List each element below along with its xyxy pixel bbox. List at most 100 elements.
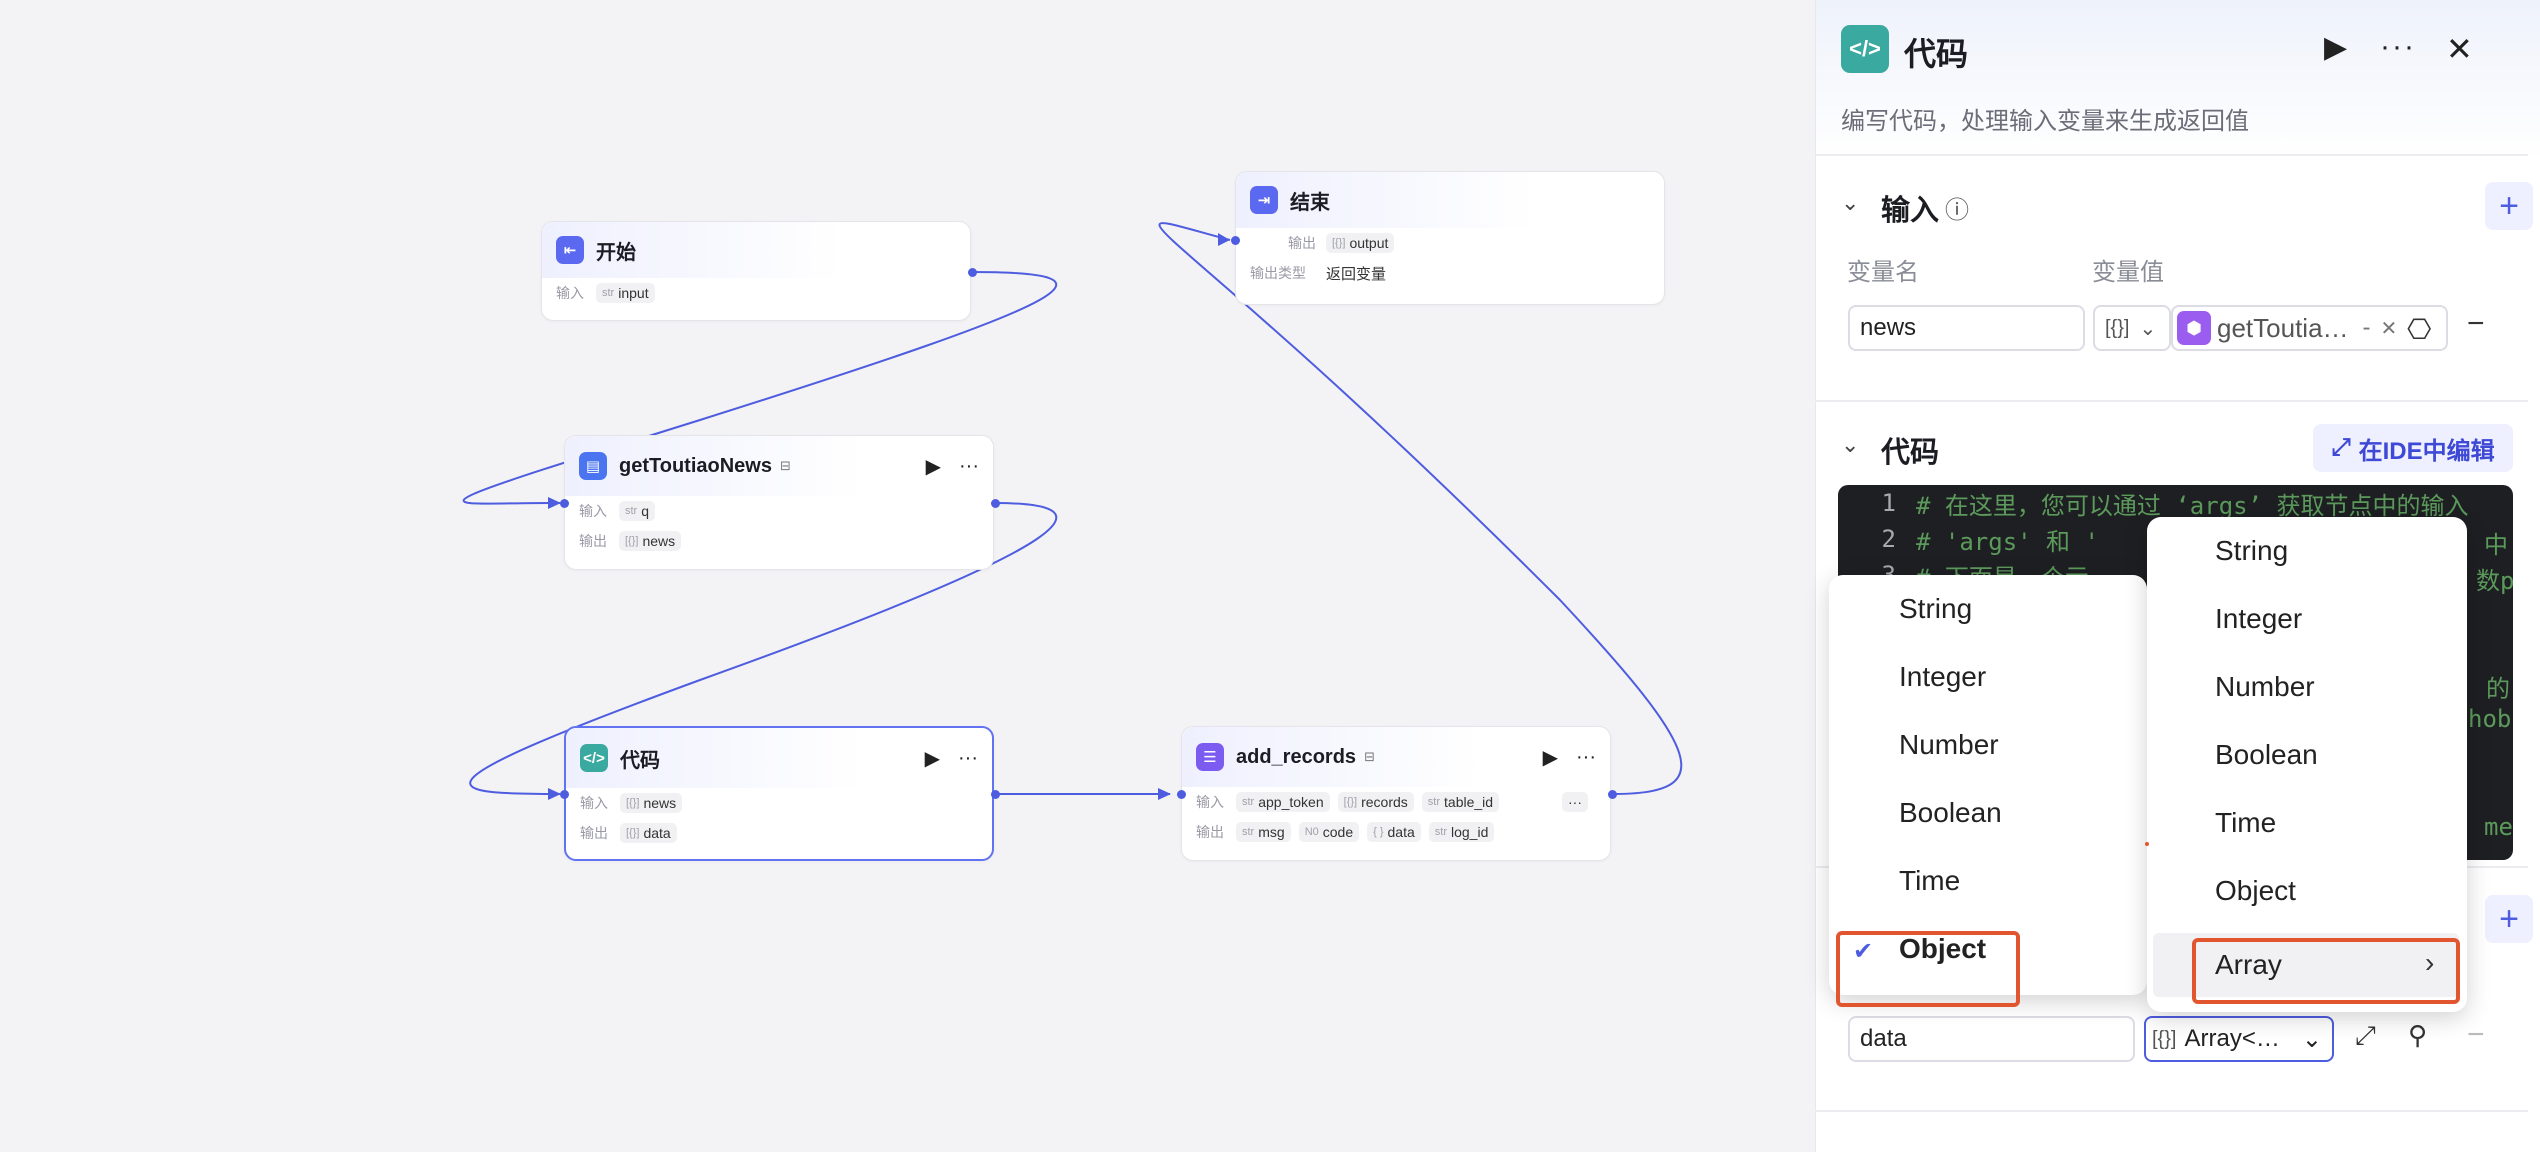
menu-item-number[interactable]: Number [1899,729,1999,760]
var-pill: [{}]output [1326,233,1395,253]
node-code[interactable]: </> 代码 ▶··· 输入 [{}]news 输出 [{}]data [564,726,994,861]
add-input-button[interactable]: + [2485,182,2533,230]
code-icon: </> [580,744,608,772]
var-pill: [{}]data [620,823,677,843]
chevron-down-icon: ⌄ [2301,1025,2322,1053]
port-code-out[interactable] [991,790,1000,799]
hover-bg [2153,933,2459,997]
output-type-select[interactable]: [{}] Array<… ⌄ [2144,1016,2334,1062]
value-type-select[interactable]: [{}]⌄ [2093,305,2171,351]
plugin-badge-icon: ⊟ [1364,749,1375,764]
node-end[interactable]: ⇥ 结束 输出 [{}]output 输出类型 返回变量 [1235,171,1665,305]
remove-output-icon[interactable]: − [2467,1018,2485,1051]
run-icon[interactable]: ▶ [1542,746,1559,769]
node-title: add_records [1236,745,1357,768]
menu-item-string[interactable]: String [2215,535,2289,566]
menu-item-time[interactable]: Time [1899,865,1961,896]
info-icon[interactable]: ⓘ [1945,197,1969,224]
code-fragment: 数p [2476,567,2513,595]
port-end-in[interactable] [1231,236,1240,245]
chevron-right-icon: › [2425,947,2435,978]
more-icon[interactable]: ··· [959,454,979,477]
chevron-down-icon[interactable]: ⌄ [1841,190,1860,215]
code-icon: </> [1841,25,1889,73]
port-start-out[interactable] [968,268,977,277]
input-section: ⌄ 输入 ⓘ + 变量名 变量值 [1815,154,2533,400]
menu-item-boolean[interactable]: Boolean [1899,797,2002,828]
plugin-badge-icon: ⊟ [779,458,791,473]
section-title: 代码 [1881,437,1940,469]
var-pill: [{}]news [619,531,682,551]
type-menu-left: String Integer Number Boolean Time ✔ Obj… [1829,575,2147,995]
expand-icon[interactable]: ⤢ [2355,1020,2376,1050]
add-output-button[interactable]: + [2485,895,2533,943]
more-icon[interactable]: ··· [958,746,978,769]
row-label: 输入 [1196,794,1224,810]
menu-item-time[interactable]: Time [2215,807,2277,838]
chevron-down-icon[interactable]: ⌄ [1841,432,1860,457]
highlight-array [2192,938,2460,1004]
menu-item-integer[interactable]: Integer [2215,603,2303,634]
port-news-in[interactable] [560,499,569,508]
add-child-icon[interactable]: ⚲ [2408,1020,2428,1050]
code-line: # 在这里，您可以通过 ‘args’ 获取节点中的输入 [1916,491,2469,520]
next-section [1815,1110,2528,1152]
port-news-out[interactable] [991,499,1000,508]
node-title: 开始 [596,241,636,264]
menu-item-integer[interactable]: Integer [1899,661,1987,692]
code-section: ⌄ 代码 [1815,400,2528,866]
more-icon[interactable]: ··· [2380,30,2416,63]
run-icon[interactable]: ▶ [925,455,942,478]
arrow-news [548,497,561,509]
menu-item-string[interactable]: String [1899,593,1973,624]
menu-item-object[interactable]: Object [1899,933,1987,964]
row-label: 输入 [579,503,607,519]
var-pill: { }data [1367,822,1421,842]
line-number: 1 [1881,489,1896,517]
close-icon[interactable]: ✕ [2446,31,2473,67]
edge-start-news [462,271,1058,505]
clear-icon[interactable]: ✕ [2380,317,2398,340]
row-label: 输入 [580,795,608,811]
run-icon[interactable]: ▶ [924,747,941,770]
row-label: 输出类型 [1250,265,1306,281]
code-line: # 'args' 和 ' [1916,527,2099,556]
port-code-in[interactable] [560,790,569,799]
row-label: 输入 [556,285,584,301]
check-icon: ✔ [1853,938,1874,965]
output-type-value: 返回变量 [1326,265,1387,283]
menu-item-array[interactable]: Array [2215,949,2282,980]
variable-ref-field[interactable]: ⬢ getToutia… - ✕ [2171,305,2448,351]
menu-item-object[interactable]: Object [2215,875,2296,906]
edit-in-ide-button[interactable]: ⤢在IDE中编辑 [2313,424,2513,472]
port-records-in[interactable] [1177,790,1186,799]
output-name-input[interactable]: data [1848,1016,2135,1062]
run-icon[interactable]: ▶ [2324,31,2348,64]
variable-picker-icon[interactable]: ⎔ [2407,314,2432,345]
menu-item-boolean[interactable]: Boolean [2215,739,2318,770]
port-records-out[interactable] [1608,790,1617,799]
var-pill: [{}]news [620,793,683,813]
menu-item-number[interactable]: Number [2215,671,2315,702]
node-title: getToutiaoNews [619,454,772,477]
col-label-value: 变量值 [2092,259,2164,286]
panel-header: </> 代码 编写代码，处理输入变量来生成返回值 ▶ ··· ✕ [1816,0,2540,160]
highlight-object [1836,931,2020,1007]
remove-input-icon[interactable]: − [2467,307,2485,340]
more-icon[interactable]: ··· [1576,745,1596,768]
section-title: 输入 [1881,195,1940,227]
more-pill-icon[interactable]: ··· [1562,792,1588,812]
row-label: 输出 [1196,824,1224,840]
chevron-down-icon: ⌄ [2139,317,2157,340]
variable-name-input[interactable]: news [1848,305,2085,351]
row-label: 输出 [1288,235,1316,251]
